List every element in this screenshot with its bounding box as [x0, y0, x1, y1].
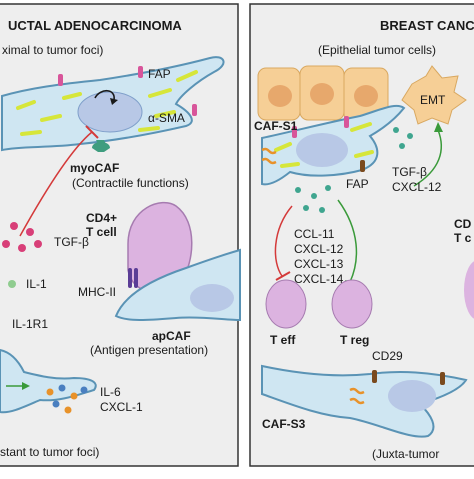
tgf-beta-right-label: TGF-β [392, 165, 427, 179]
cd-cut-label-line1: CD [454, 217, 472, 231]
caf-s1-label: CAF-S1 [254, 119, 298, 133]
contraction-arrow-head [110, 98, 118, 105]
myocaf-receptor [92, 140, 110, 152]
cd-cut-label-line2: T c [454, 231, 472, 245]
icaf-arrow-head [22, 382, 30, 390]
caf-s1-fap-markers [292, 116, 349, 138]
emt-arrow [413, 129, 442, 187]
inhibition-bar [85, 125, 99, 139]
fap-markers [58, 66, 197, 116]
cxcl-1-label: CXCL-1 [100, 400, 143, 414]
il-6-cxcl-1-dots [46, 384, 88, 414]
caf-s3-orange-receptor [349, 387, 365, 405]
caf-s1-orange-receptor [261, 147, 277, 165]
right-panel-subtitle: (Epithelial tumor cells) [318, 43, 436, 57]
chemokine-4: CXCL-14 [294, 272, 344, 286]
emt-label: EMT [420, 93, 446, 107]
il-1r1-label: IL-1R1 [12, 317, 48, 331]
emt-cell [401, 65, 467, 125]
t-eff-label: T eff [270, 333, 296, 347]
caf-s1-fibers [274, 122, 374, 168]
caf-s1-cell [261, 104, 406, 186]
teff-inhibition-bar [275, 271, 291, 281]
caf-s1-fap-label: FAP [346, 177, 369, 191]
fap-label: FAP [148, 67, 171, 81]
apcaf-label: apCAF [152, 329, 191, 343]
tumor-cells [257, 65, 389, 123]
right-panel-title: BREAST CANC [380, 18, 474, 33]
right-panel-footer: (Juxta-tumor [372, 447, 439, 461]
icaf-body [0, 348, 97, 414]
teff-inhibition-arrow [274, 205, 293, 277]
left-panel-subtitle: ximal to tumor foci) [2, 43, 103, 57]
il-1-label: IL-1 [26, 277, 47, 291]
emt-arrow-head [434, 122, 443, 132]
chemokine-3: CXCL-13 [294, 257, 344, 271]
tgf-beta-label: TGF-β [54, 235, 89, 249]
t-reg-cell [331, 279, 373, 329]
left-panel-footer: stant to tumor foci) [0, 445, 99, 459]
alpha-sma-fibers [16, 70, 198, 136]
inhibition-arrow [19, 131, 93, 237]
myocaf-cell [0, 56, 225, 152]
chemokine-1: CCL-11 [294, 227, 335, 241]
cd-cut-t-cell [464, 261, 474, 319]
cxcl-12-right-label: CXCL-12 [392, 180, 442, 194]
chemokine-2: CXCL-12 [294, 242, 344, 256]
caf-s3-label: CAF-S3 [262, 417, 306, 431]
t-reg-label: T reg [340, 333, 369, 347]
cd29-markers [372, 370, 445, 385]
cd29-label: CD29 [372, 349, 403, 363]
mhc-ii-label: MHC-II [78, 285, 116, 299]
myocaf-description: (Contractile functions) [72, 176, 189, 190]
mhc-ii-markers [128, 268, 138, 288]
il-6-label: IL-6 [100, 385, 121, 399]
myocaf-label: myoCAF [70, 161, 119, 175]
caf-s3-nucleus [388, 380, 436, 412]
caf-s1-nucleus [296, 133, 348, 167]
contraction-arrow [94, 89, 115, 101]
t-eff-cell [265, 279, 307, 329]
chemokine-dots [295, 127, 413, 213]
left-panel-title: UCTAL ADENOCARCINOMA [8, 18, 182, 33]
apcaf-description: (Antigen presentation) [90, 343, 208, 357]
treg-activation-arrow [337, 199, 358, 283]
caf-s1-brown-marker [360, 160, 365, 172]
tgf-beta-dots [2, 222, 42, 252]
cd4-label-line2: T cell [86, 225, 117, 239]
apcaf-nucleus [190, 284, 234, 312]
alpha-sma-label: α-SMA [148, 111, 185, 125]
il-1-dot [8, 280, 16, 288]
cd4-label-line1: CD4+ [86, 211, 117, 225]
